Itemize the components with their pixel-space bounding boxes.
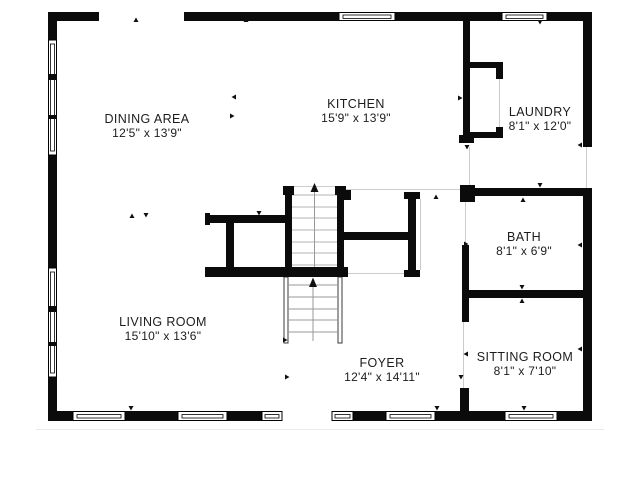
wall	[463, 290, 583, 298]
wall	[48, 411, 73, 421]
door-marker	[433, 194, 439, 199]
laundry-label: LAUNDRY	[509, 105, 572, 119]
laundry-dims: 8'1" x 12'0"	[509, 119, 572, 133]
door-markers	[128, 17, 582, 411]
bath-label: BATH	[507, 230, 541, 244]
door-marker	[256, 211, 262, 216]
wall	[226, 215, 234, 277]
wall	[337, 186, 344, 270]
window	[504, 411, 558, 421]
wall	[459, 135, 474, 143]
wall	[463, 21, 470, 136]
wall	[184, 12, 339, 21]
door-marker	[537, 20, 543, 25]
wall	[353, 411, 386, 421]
door-marker	[133, 17, 139, 22]
door-marker	[520, 197, 526, 202]
wall	[48, 12, 57, 40]
door-marker	[129, 213, 135, 218]
door-marker	[283, 337, 288, 343]
guide-lines	[36, 79, 604, 430]
wall	[404, 270, 420, 277]
door-marker	[143, 213, 149, 218]
kitchen-dims: 15'9" x 13'9"	[321, 111, 391, 125]
door-marker	[285, 374, 290, 380]
door-marker	[519, 298, 525, 303]
wall	[344, 190, 351, 200]
window	[331, 411, 354, 421]
wall	[48, 155, 57, 268]
windows	[48, 12, 558, 421]
interior-walls	[205, 21, 592, 411]
staircase-upper	[292, 183, 337, 267]
door-marker	[464, 241, 469, 247]
exterior-walls	[48, 12, 592, 421]
door-marker	[243, 17, 249, 22]
door-marker	[463, 351, 468, 357]
stair-rail	[283, 276, 289, 344]
kitchen-label: KITCHEN	[327, 97, 385, 111]
wall	[557, 411, 592, 421]
door-marker	[230, 113, 235, 119]
door-marker	[128, 406, 134, 411]
stair-rail	[337, 276, 343, 344]
wall	[125, 411, 178, 421]
wall	[462, 245, 469, 322]
sitting-room-label: SITTING ROOM	[477, 350, 573, 364]
wall	[496, 62, 503, 79]
stair-up-arrow-icon	[309, 277, 317, 287]
window	[501, 12, 548, 21]
bath-dims: 8'1" x 6'9"	[496, 244, 552, 258]
wall	[395, 12, 502, 21]
door-marker	[464, 145, 470, 150]
living-room-label: LIVING ROOM	[119, 315, 207, 329]
door-marker	[458, 375, 464, 380]
wall	[460, 188, 592, 196]
wall	[408, 192, 416, 277]
door-marker	[577, 142, 582, 148]
wall	[48, 377, 57, 421]
window	[261, 411, 283, 421]
staircase-lower	[283, 276, 343, 344]
window	[48, 267, 57, 378]
door-marker	[458, 95, 463, 101]
window	[177, 411, 228, 421]
wall	[460, 388, 469, 411]
stair-up-arrow-icon	[310, 183, 319, 192]
window	[385, 411, 436, 421]
wall	[583, 12, 592, 147]
window	[338, 12, 396, 21]
wall	[205, 267, 348, 277]
dining-area-dims: 12'5" x 13'9"	[112, 126, 182, 140]
foyer-dims: 12'4" x 14'11"	[344, 370, 420, 384]
wall	[227, 411, 262, 421]
door-marker	[231, 94, 236, 100]
foyer-label: FOYER	[359, 356, 404, 370]
door-marker	[577, 242, 582, 248]
door-marker	[519, 285, 525, 290]
wall	[205, 215, 292, 223]
window	[72, 411, 126, 421]
dining-area-label: DINING AREA	[105, 112, 190, 126]
door-marker	[521, 406, 527, 411]
door-marker	[537, 183, 543, 188]
door-marker	[577, 346, 582, 352]
wall	[547, 12, 592, 21]
door-marker	[434, 406, 440, 411]
wall	[470, 62, 503, 68]
wall	[48, 12, 99, 21]
wall	[285, 186, 292, 270]
room-labels: DINING AREA 12'5" x 13'9" KITCHEN 15'9" …	[105, 97, 573, 384]
wall	[435, 411, 505, 421]
living-room-dims: 15'10" x 13'6"	[125, 329, 202, 343]
window	[48, 39, 57, 156]
wall	[344, 232, 408, 240]
wall	[583, 188, 592, 421]
wall	[404, 192, 420, 199]
sitting-room-dims: 8'1" x 7'10"	[494, 364, 557, 378]
wall	[470, 132, 503, 138]
